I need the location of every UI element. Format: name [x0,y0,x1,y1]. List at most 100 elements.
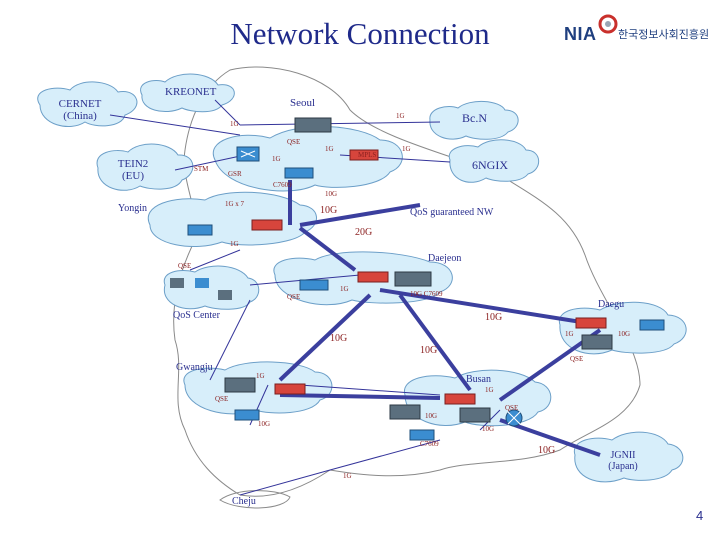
link-label-yongin-1g: 1G [230,240,239,248]
link-cheju-busan [329,439,441,471]
switch-daegu [581,334,613,350]
link-label-gwangju-10g-b: 10G [258,420,271,428]
router-busan-c7609 [409,429,435,441]
logo-korean-name: 한국정보사회진흥원 [618,28,710,41]
gsr-router-seoul [236,146,260,162]
link-label-cheju-1g: 1G [343,472,352,480]
link-label-gsr-1g-b: 1G [402,145,411,153]
switch-busan-b [389,404,421,420]
mpls-router-seoul [349,149,379,161]
link-label-qse-seoul: QSE [287,138,301,146]
cloud-qos-center [163,265,260,310]
label-cernet: CERNET (China) [58,98,102,122]
link-label-qos-10g: 10G [330,333,348,344]
router-gwangju-mpls [274,383,306,395]
link-label-gsr-1g-a: 1G [325,145,334,153]
router-busan-star [505,409,523,427]
router-yongin-b [187,224,213,236]
c7609-router-seoul [284,167,314,179]
switch-daejeon [394,271,432,287]
link-kreonet-seoul [214,99,241,126]
label-kreonet: KREONET [165,86,217,98]
link-label-yongin-10g: 10G [320,205,338,216]
label-jgnii: JGNII (Japan) [608,450,638,472]
cloud-6ngix [448,139,540,183]
router-daejeon-c7609 [299,279,329,291]
thin-links [109,99,501,496]
link-yongin-daejeon-20g [298,226,357,272]
link-label-seoul-bcn: 1G [396,112,405,120]
router-daejeon-mpls [357,271,389,283]
link-label-busan-10g-a: 10G [425,412,438,420]
link-label-20g: 20G [355,227,373,238]
link-label-yongin-1gx7: 1G x 7 [225,200,245,208]
router-daegu-b [639,319,665,331]
label-yongin: Yongin [118,203,147,214]
nia-logo-mark-icon [598,14,618,34]
label-qos-center: QoS Center [173,310,220,321]
link-label-gwangju-10g: 10G [420,345,438,356]
page-number: 4 [696,508,704,523]
link-gwangju-busan-10g [279,393,441,400]
label-tein2: TEIN2 (EU) [117,158,149,182]
link-seoul-bcn [239,121,441,126]
router-yongin [251,219,283,231]
link-tein2-gsr [174,154,246,171]
label-bcn: Bc.N [462,111,487,125]
cloud-tein2 [96,143,194,191]
switch-busan [459,407,491,423]
link-cernet-seoul [109,114,241,136]
nia-logo: NIA 한국정보사회진흥원 [560,12,720,52]
link-label-10g-seoul: 10G [325,190,338,198]
link-label-qse-daejeon-left: QSE [178,262,192,270]
link-label-daejeon-c7609: 10G C7609 [410,290,443,298]
switch-gwangju [224,377,256,393]
link-label-gwangju-1g: 1G [256,372,265,380]
link-label-gwangju-qse: QSE [215,395,229,403]
cheju-island-outline [219,490,291,509]
label-daegu: Daegu [598,299,625,310]
link-yongin-qos [189,249,241,271]
link-label-daejeon-1g: 1G [340,285,349,293]
label-6ngix: 6NGIX [472,158,508,172]
link-daejeon-gwangju [278,293,372,382]
link-label-mpls-seoul: MPLS [358,151,377,159]
label-qos-guaranteed: QoS guaranteed NW [410,207,494,218]
link-label-daegu-10g: 10G [485,312,503,323]
cloud-bcn [429,101,519,140]
link-label-daegu-10g-right: 10G [618,330,631,338]
link-daejeon-busan [398,293,472,392]
link-label-jgn-10g: 10G [538,445,556,456]
link-label-busan-c7609: C7609 [420,440,439,448]
link-label-kreonet: 1G [230,120,239,128]
label-cheju: Cheju [232,496,256,507]
link-label-qse-daejeon: QSE [287,293,301,301]
link-label-c7609-seoul: C7609 [273,181,292,189]
logo-brand: NIA [564,24,597,44]
link-cheju-up [239,469,331,496]
qos-center-devices [170,278,232,300]
switch-seoul [294,117,332,133]
router-daegu-mpls [575,317,607,329]
cloud-jgnii [573,431,684,483]
label-seoul: Seoul [290,97,316,109]
router-busan-mpls [444,393,476,405]
page-title: Network Connection [230,16,490,51]
label-daejeon: Daejeon [428,253,462,264]
link-label-gsr: GSR [228,170,242,178]
router-gwangju-b [234,409,260,421]
cloud-kreonet [140,73,235,113]
link-qos-guaranteed [299,203,421,227]
link-label-busan-10g-b: 10G [482,425,495,433]
link-label-busan-qse: QSE [505,404,519,412]
link-daejeon-daegu [379,288,601,327]
cloud-seoul-qos [212,125,403,192]
label-busan: Busan [466,374,491,385]
link-qos-gwangju [209,299,251,381]
link-label-daegu-qse: QSE [570,355,584,363]
link-label-stm: STM [194,165,209,173]
label-gwangju: Gwangju [176,362,213,373]
link-gwangju-busan [299,384,441,396]
link-label-busan-1g: 1G [485,386,494,394]
